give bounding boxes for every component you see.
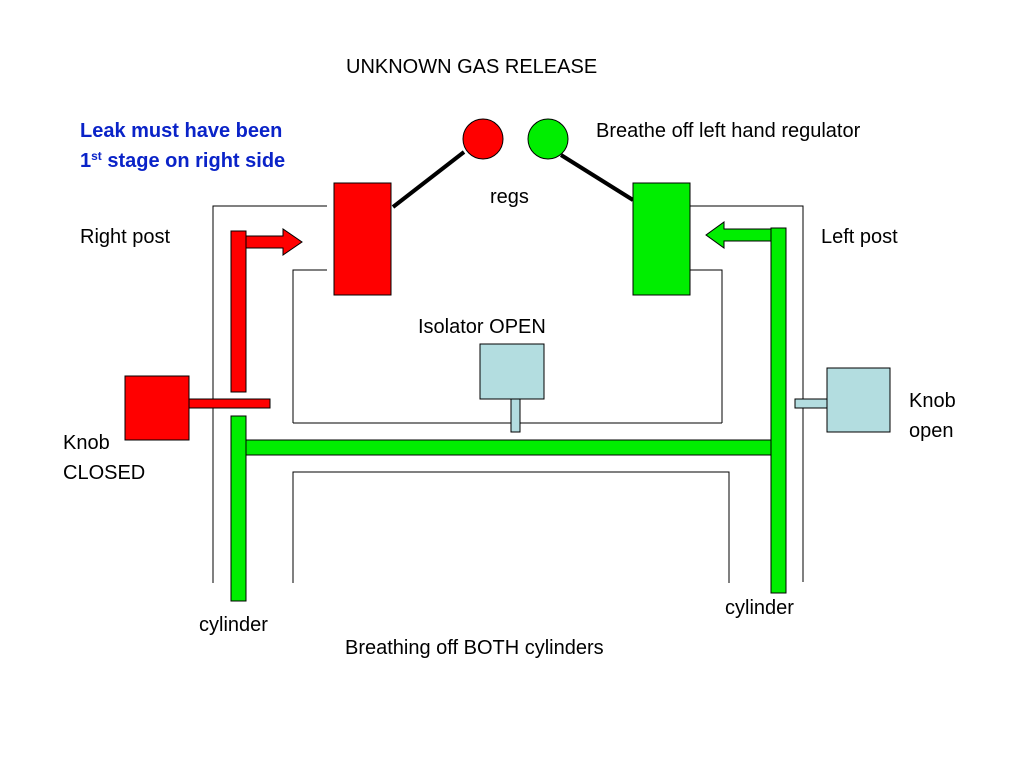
knob-open-label-line2: open (909, 420, 954, 442)
manifold-pipe (245, 439, 772, 456)
left-post-pipe (770, 227, 787, 594)
right-reg-hose (559, 153, 635, 202)
right-post-pipe (230, 230, 247, 393)
cylinder-right-label: cylinder (725, 597, 794, 619)
bottom-caption: Breathing off BOTH cylinders (345, 637, 604, 659)
leak-note-sup: st (91, 149, 102, 163)
page-title: UNKNOWN GAS RELEASE (346, 56, 598, 78)
leak-note-rest: stage on right side (101, 150, 286, 172)
green-first-stage (632, 182, 691, 296)
leak-note: Leak must have been 1st stage on right s… (80, 116, 285, 176)
left-knob-closed (124, 375, 190, 441)
left-outer-outline (212, 205, 327, 583)
left-cylinder-pipe (230, 415, 247, 602)
cylinder-left-label: cylinder (199, 614, 268, 636)
regs-label: regs (490, 186, 529, 208)
right-post-label: Right post (80, 226, 171, 248)
right-inner-outline (690, 269, 723, 423)
leak-note-line2: 1st stage on right side (80, 146, 285, 176)
lower-outline (292, 471, 730, 583)
red-first-stage (333, 182, 392, 296)
leak-note-line1: Leak must have been (80, 120, 283, 142)
knob-closed-label: Knob CLOSED (63, 428, 145, 488)
knob-closed-label-line2: CLOSED (63, 462, 146, 484)
leak-note-number: 1 (80, 150, 92, 172)
left-knob-stem (188, 398, 271, 409)
red-reg-indicator (462, 118, 504, 160)
breathe-label: Breathe off left hand regulator (596, 120, 861, 142)
green-reg-indicator (527, 118, 569, 160)
isolator-knob (479, 343, 545, 400)
red-flow-arrow (245, 228, 303, 256)
isolator-stem (510, 398, 521, 433)
knob-open-label-line1: Knob (909, 390, 956, 412)
green-flow-arrow (705, 221, 772, 249)
knob-closed-label-line1: Knob (63, 432, 110, 454)
right-knob-stem (794, 398, 828, 409)
isolator-label: Isolator OPEN (418, 316, 546, 338)
manifold-outline (212, 205, 804, 583)
knob-open-label: Knob open (909, 386, 956, 446)
left-reg-hose (391, 150, 466, 209)
left-post-label: Left post (821, 226, 898, 248)
left-inner-outline (292, 269, 327, 423)
right-outer-outline (690, 205, 804, 582)
right-knob-open (826, 367, 891, 433)
